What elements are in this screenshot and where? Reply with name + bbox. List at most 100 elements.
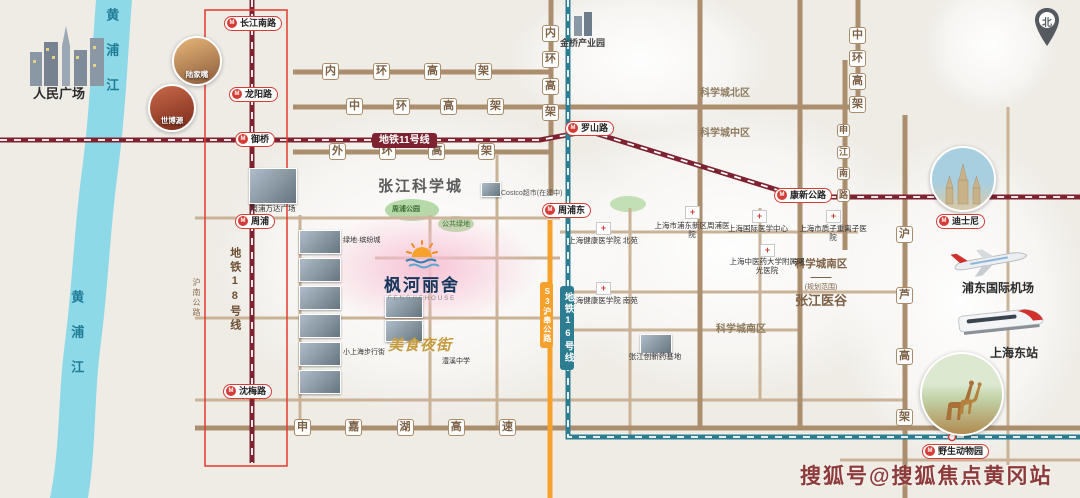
- line16-label: 地铁16号线: [560, 286, 575, 370]
- hospital-icon: [752, 210, 767, 223]
- jinqiao-industrial-park-label: 金桥产业园: [560, 38, 606, 48]
- building-thumbnail: [299, 314, 341, 338]
- road-name-char: 架: [849, 96, 866, 113]
- road-name-char: 高: [424, 63, 441, 80]
- property-name: 枫河丽舍: [384, 276, 460, 295]
- shenjiang-nanlu-label: 申江南路: [837, 124, 851, 202]
- zhangjiang-science-city-label: 张江科学城: [378, 178, 464, 195]
- road-name-char: 高: [849, 73, 866, 90]
- hulu-elevated-label: 沪芦高架: [896, 226, 913, 426]
- costco-thumbnail: [481, 182, 501, 197]
- road-name-char: 架: [477, 143, 495, 160]
- metro-logo-icon: [777, 190, 787, 201]
- middle-ring-road-label: 中环高架: [346, 98, 504, 115]
- compass-north-label: 北: [1042, 18, 1052, 29]
- shibo-label: 世博源: [160, 116, 184, 125]
- hospital-icon: [685, 206, 700, 219]
- sun-waves-icon: [405, 240, 440, 269]
- station-kangxin-gonglu: 康新公路: [774, 188, 833, 203]
- station-label: 迪士尼: [952, 216, 980, 226]
- road-name-char: 沪: [896, 226, 913, 243]
- road-name-char: 架: [487, 98, 504, 115]
- road-name-char: 高: [447, 419, 465, 436]
- road-name-char: 环: [542, 51, 559, 69]
- building-thumbnail: [299, 230, 341, 254]
- road-name-char: 嘉: [345, 419, 363, 436]
- watermark: 搜狐号@搜狐焦点黄冈站: [800, 465, 1053, 488]
- station-label: 周浦东: [558, 205, 586, 215]
- castle-icon: [945, 163, 981, 205]
- s3-highway-label: S3沪奉公路: [540, 282, 553, 348]
- health-college-south-label: 上海健康医学院 南苑: [568, 296, 638, 305]
- metro-logo-icon: [232, 89, 242, 100]
- station-label: 野生动物园: [938, 446, 984, 456]
- building-thumbnail: [299, 370, 341, 394]
- station-wildlife-park: 野生动物园: [922, 444, 990, 459]
- huangpu-river-label-top: 黄浦江: [104, 8, 120, 113]
- property-logo: 枫河丽舍 FENGHEHOUSE: [362, 240, 482, 302]
- road-name-char: 内: [322, 63, 339, 80]
- hospital-icon: [760, 244, 775, 257]
- road-name-char: 申: [294, 419, 311, 436]
- building-thumbnail: [385, 296, 423, 318]
- metro-logo-icon: [238, 216, 248, 227]
- metro-logo-icon: [939, 216, 949, 227]
- road-name-char: 湖: [396, 419, 414, 436]
- train-icon: [958, 309, 1044, 335]
- pudong-airport-label: 浦东国际机场: [962, 281, 1035, 295]
- road-name-char: 高: [440, 98, 457, 115]
- road-name-char: 路: [837, 188, 851, 202]
- road-name-char: 架: [475, 63, 492, 80]
- zhoupu-wanda-thumbnail: [249, 168, 297, 204]
- compass-pin-icon: [1035, 8, 1059, 46]
- station-yuqiao: 御桥: [235, 132, 276, 147]
- lixi-school-label: 澧溪中学: [442, 358, 470, 365]
- proton-heavy-ion-hospital-label: 上海市质子重离子医院: [799, 224, 867, 243]
- health-college-north-label: 上海健康医学院 北苑: [568, 236, 638, 245]
- zhoupu-park-label: 周浦公园: [392, 206, 420, 213]
- station-changjiangnanlu: 长江南路: [224, 16, 283, 31]
- science-city-mid-label: 科学城中区: [700, 128, 750, 139]
- zhoupu-hospital-label: 上海市浦东新区周浦医院: [654, 221, 730, 240]
- compass: 北: [1032, 6, 1062, 50]
- shenjiahu-expressway-label: 申嘉湖高速: [294, 419, 516, 436]
- road-name-char: 环: [393, 98, 410, 115]
- renmin-square-label: 人民广场: [33, 86, 86, 101]
- line11-label: 地铁11号线: [372, 133, 437, 148]
- pharma-base-label: 张江创新药基地: [628, 352, 682, 361]
- shuguang-hospital-label: 上海中医药大学附属曙光医院: [729, 257, 805, 276]
- science-city-north-label: 科学城北区: [700, 88, 750, 99]
- inner-ring-road-vertical-label: 内环高架: [542, 25, 559, 121]
- xiao-shanghai-label: 小上海步行街: [343, 349, 385, 356]
- metro-logo-icon: [568, 123, 578, 134]
- building-thumbnail: [299, 342, 341, 366]
- road-name-char: 南: [837, 167, 851, 181]
- station-zhoupudong: 周浦东: [542, 203, 592, 218]
- metro-logo-icon: [227, 18, 237, 29]
- lujiazui-label: 陆家嘴: [185, 70, 209, 79]
- road-name-char: 环: [373, 63, 390, 80]
- road-name-char: 内: [542, 25, 559, 42]
- line18-label: 地铁18号线: [228, 247, 241, 333]
- wildlife-park-photo: [920, 352, 1004, 436]
- building-thumbnail: [640, 334, 672, 354]
- station-label: 罗山路: [581, 123, 609, 133]
- building-thumbnail: [385, 320, 423, 342]
- station-longyanglu: 龙阳路: [229, 87, 279, 102]
- renmin-square-skyline-image: [30, 26, 104, 86]
- planning-line3: 张江医谷: [794, 293, 847, 308]
- road-name-char: 架: [896, 409, 913, 426]
- lvdi-binfencheng-label: 绿地·缤纷城: [343, 237, 381, 244]
- road-name-char: 芦: [896, 287, 913, 304]
- intl-medical-center-label: 上海国际医学中心: [728, 224, 788, 233]
- road-name-char: 中: [849, 27, 866, 44]
- station-luoshanlu: 罗山路: [565, 121, 615, 136]
- hospital-icon: [596, 222, 611, 235]
- hunan-gonglu-label: 沪南公路: [192, 278, 201, 318]
- road-name-char: 高: [896, 348, 913, 365]
- costco-label: Costco超市(在建中): [501, 190, 563, 197]
- building-thumbnail: [299, 258, 341, 282]
- road-name-char: 江: [837, 145, 851, 159]
